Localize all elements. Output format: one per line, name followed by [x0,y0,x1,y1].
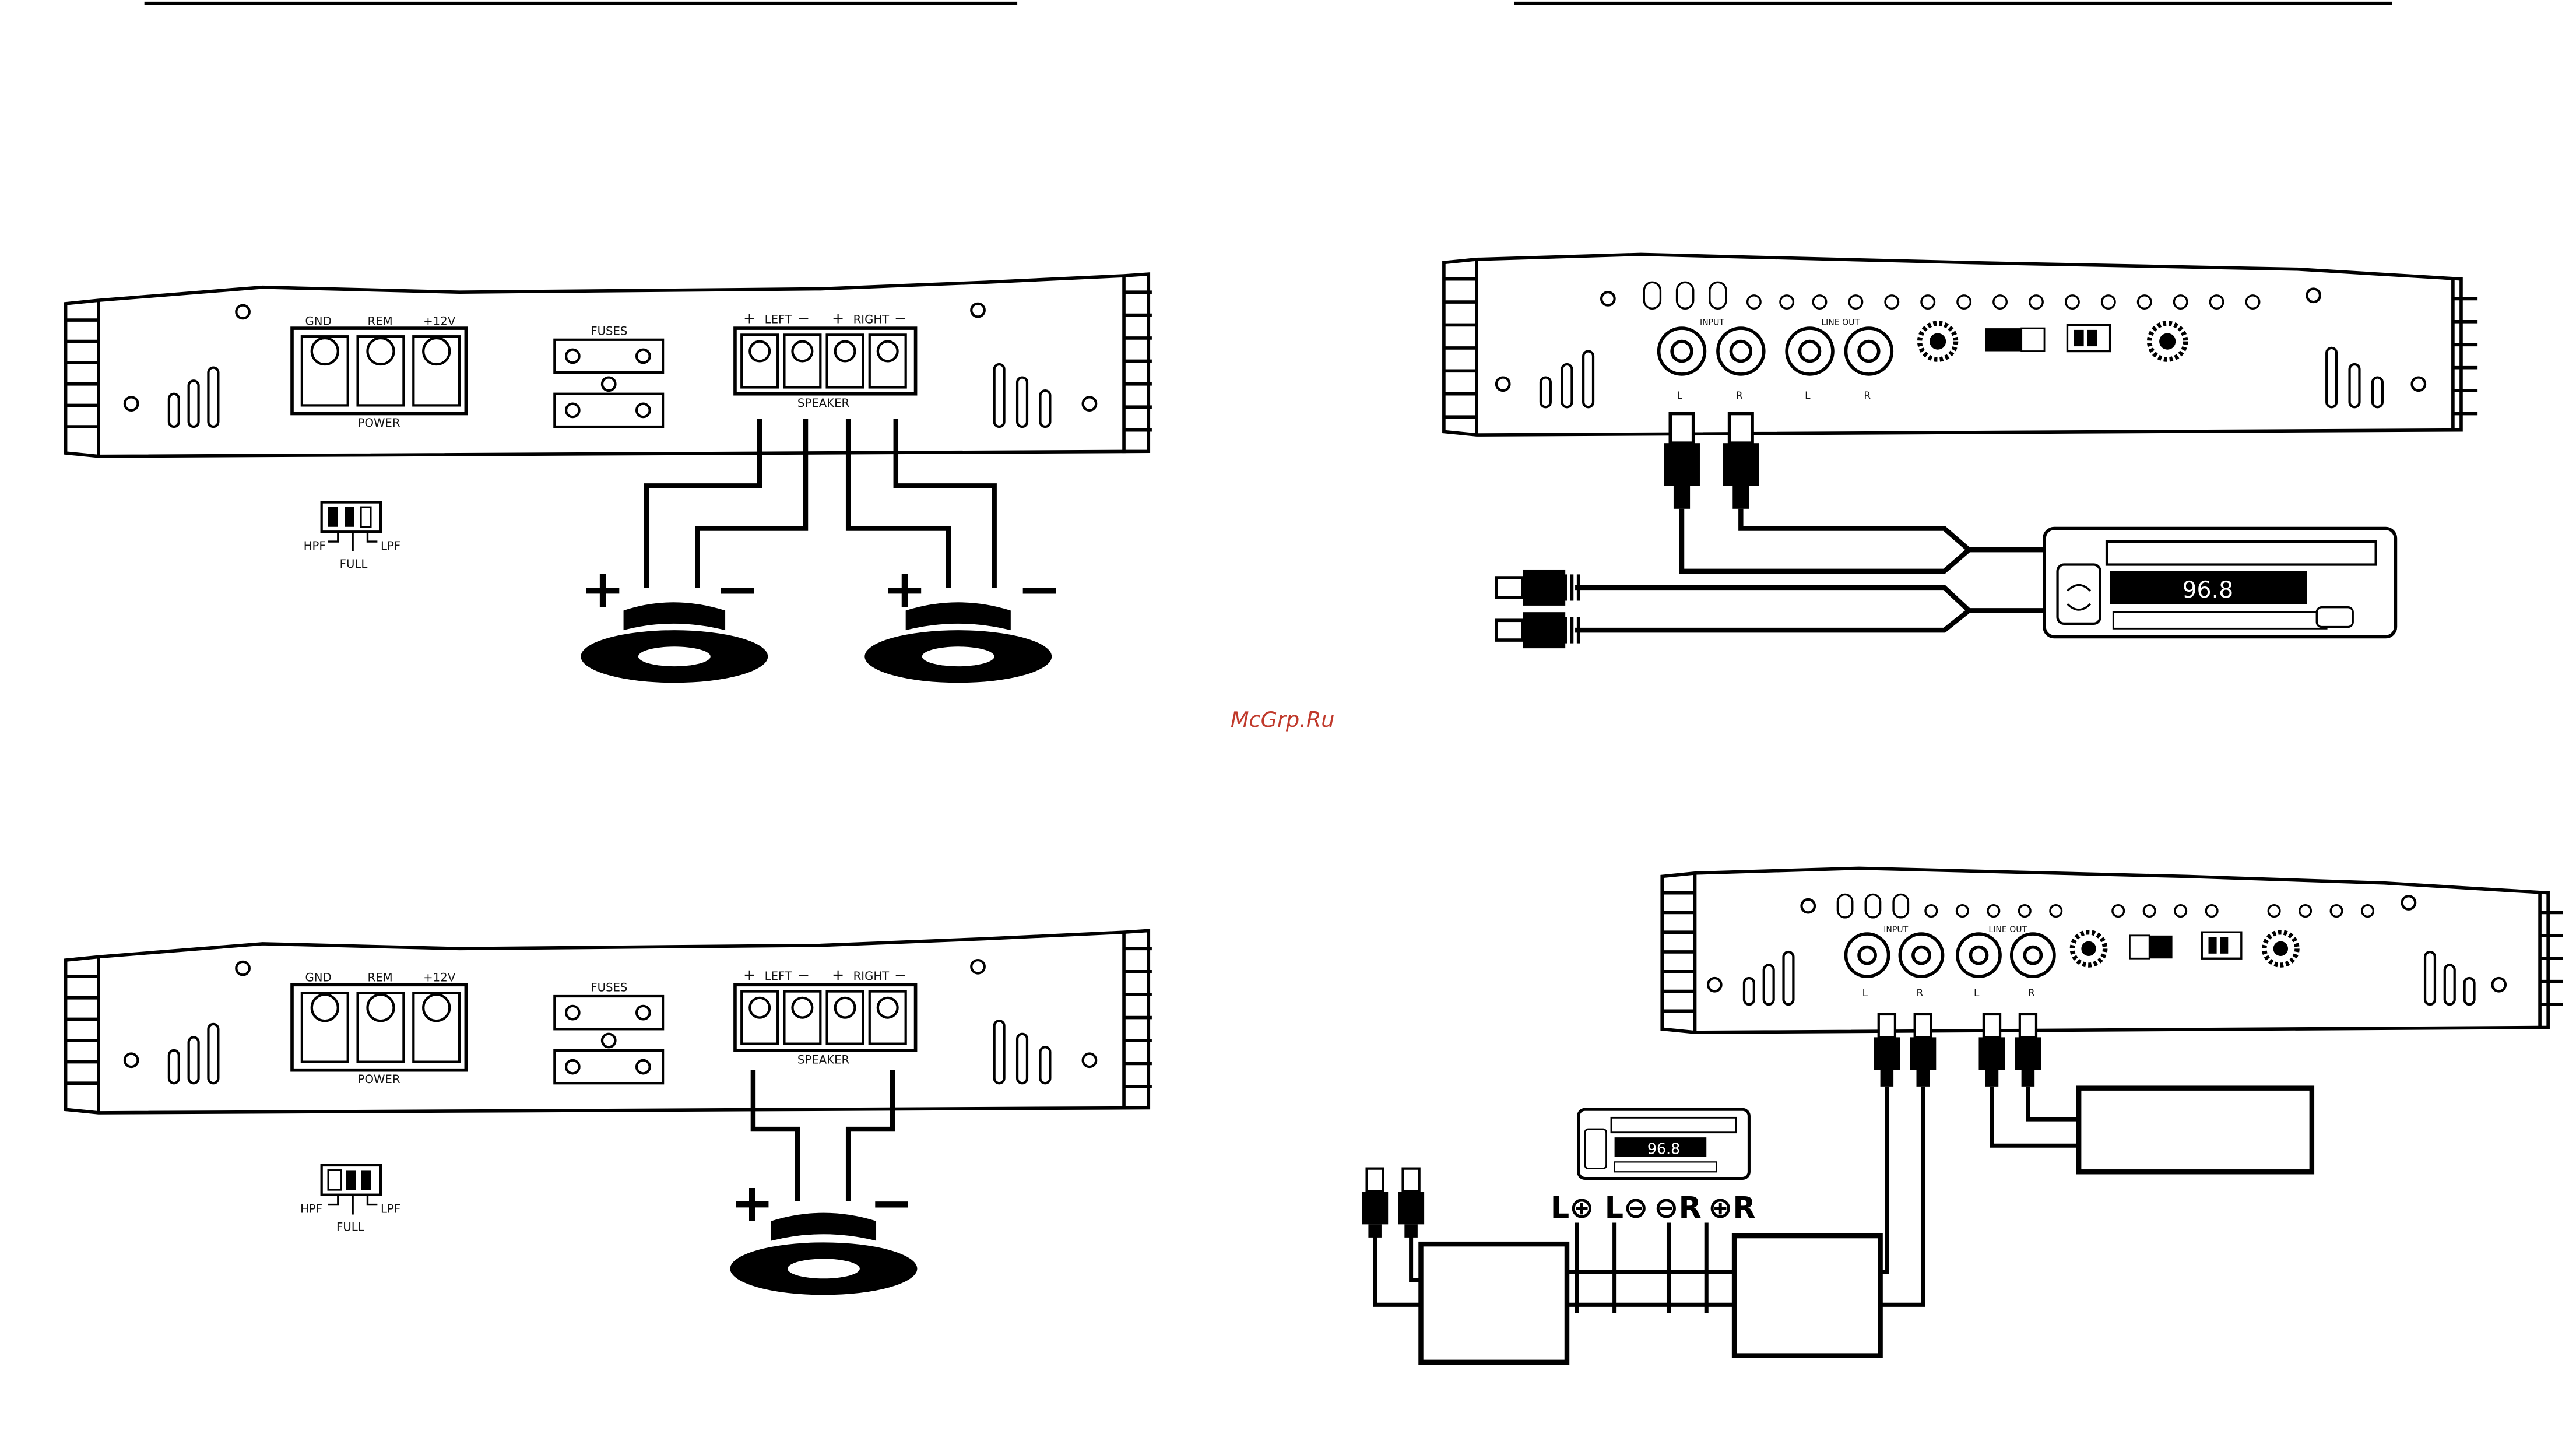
gnd-label: GND [305,314,332,328]
left-label: LEFT [765,313,792,326]
switch-hpf-label: HPF [304,539,326,553]
speaker-plus: + [730,1173,774,1234]
crossover-switch-full [322,502,381,551]
rca-cable [1575,509,2054,630]
line-out-label: LINE OUT [1988,925,2027,934]
converter-l-minus-label: L⊖ [1605,1190,1649,1225]
terminal-minus: − [797,310,810,327]
speaker-minus: − [1017,559,1061,620]
radio-display-text: 96.8 [1647,1140,1680,1157]
crossover-switch-icon [2067,325,2110,351]
panel-bridged-mono-wiring: GND REM +12V POWER FUSES LEFT [66,930,1152,1295]
panel-rca-input-wiring: INPUT LINE OUT L R L R [1444,254,2477,648]
speaker-plus: + [581,559,624,620]
switch-hpf-label: HPF [300,1203,322,1216]
gnd-label: GND [305,971,332,985]
gain-knob-icon [1920,324,1956,360]
terminal-minus: − [894,310,906,327]
jack-l-label: L [1974,987,1980,999]
rca-plug-icon [1362,1169,1424,1238]
speaker-label: SPEAKER [797,1053,850,1066]
frequency-knob-icon [2264,932,2297,965]
terminal-plus: + [832,310,844,327]
speaker-minus: − [870,1173,913,1234]
rem-label: REM [367,314,392,328]
left-label: LEFT [765,969,792,983]
crossover-switch-icon [2202,932,2241,958]
jack-l-label: L [1805,389,1811,401]
terminal-minus: − [797,966,810,983]
secondary-amplifier-box [2079,1088,2312,1172]
terminal-plus: + [832,966,844,983]
switch-lpf-label: LPF [381,539,400,553]
power-label: POWER [358,416,400,430]
right-label: RIGHT [853,313,890,326]
fuses-label: FUSES [591,324,627,338]
converter-r-plus-label: ⊕R [1708,1190,1755,1225]
jack-l-label: L [1677,389,1683,401]
switch-full-label: FULL [340,557,368,571]
high-to-low-converter-box [1734,1236,1881,1356]
switch-full-label: FULL [336,1221,364,1234]
terminal-plus: + [743,966,755,983]
amplifier-power-side: GND REM +12V POWER FUSES LEFT [66,930,1152,1113]
fuses-label: FUSES [591,981,627,994]
speaker-minus: − [715,559,759,620]
gain-knob-icon [2072,932,2105,965]
speaker-label: SPEAKER [797,396,850,410]
power-terminal-block [292,985,466,1070]
terminal-plus: + [743,310,755,327]
v12-label: +12V [423,314,456,328]
jack-r-label: R [1864,389,1871,401]
converter-r-minus-label: ⊖R [1654,1190,1701,1225]
high-to-low-converter-box [1421,1244,1567,1362]
panel-high-level-input-wiring: INPUT LINE OUT L R L R [1362,868,2563,1362]
mode-switch-icon [2129,936,2172,958]
speaker-plus: + [883,559,926,620]
speaker-terminal-block [735,328,916,394]
switch-lpf-label: LPF [381,1203,400,1216]
radio-display-text: 96.8 [2182,577,2233,603]
amplifier-signal-side: INPUT LINE OUT L R L R [1662,868,2563,1032]
speaker-terminal-block [735,985,916,1050]
jack-l-label: L [1862,987,1868,999]
power-terminal-block [292,328,466,413]
mode-switch-icon [1985,328,2044,351]
amplifier-signal-side: INPUT LINE OUT L R L R [1444,254,2477,435]
frequency-knob-icon [2149,324,2185,360]
power-label: POWER [358,1073,400,1086]
converter-l-plus-label: L⊕ [1551,1190,1594,1225]
input-label: INPUT [1700,318,1724,327]
crossover-switch-hpf [322,1165,381,1214]
terminal-minus: − [894,966,906,983]
input-label: INPUT [1883,925,1908,934]
v12-label: +12V [423,971,456,985]
jack-r-label: R [1917,987,1924,999]
right-label: RIGHT [853,969,890,983]
jack-r-label: R [1736,389,1743,401]
watermark: McGrp.Ru [1231,707,1334,732]
amplifier-power-side: GND REM +12V POWER FUSES LEFT [66,274,1152,456]
panel-stereo-speaker-wiring: GND REM +12V POWER FUSES LEFT [66,274,1152,683]
rem-label: REM [367,971,392,985]
jack-r-label: R [2028,987,2035,999]
rca-plug-icon [1496,570,1579,648]
line-out-label: LINE OUT [1821,318,1860,327]
